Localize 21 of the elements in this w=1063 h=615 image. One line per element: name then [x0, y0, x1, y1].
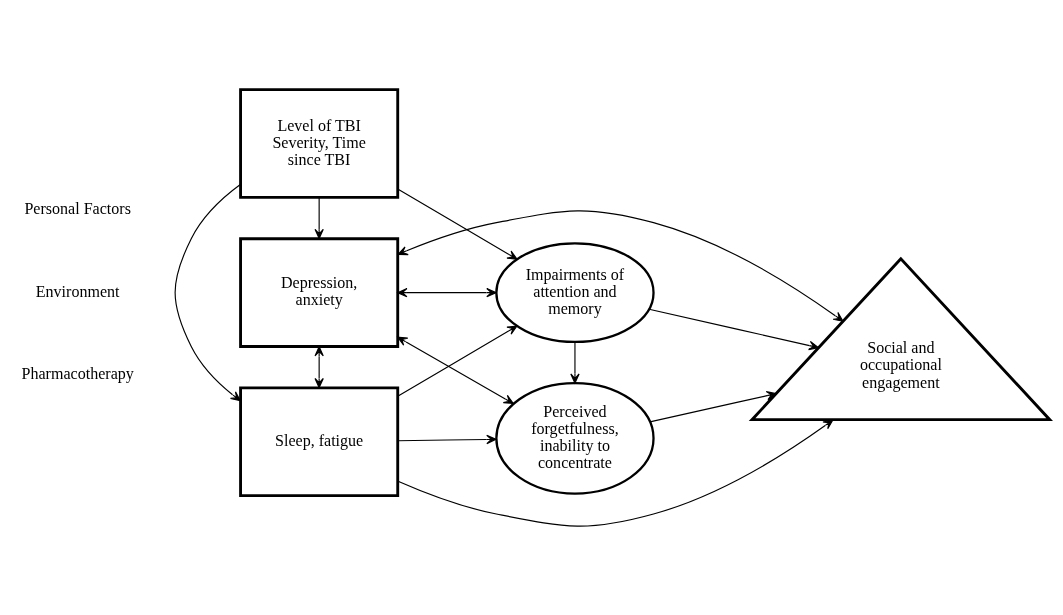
label: Personal Factors [24, 199, 131, 217]
arrow [397, 188, 518, 260]
node-box: Level of TBI Severity, Time since TBI [239, 87, 400, 199]
arrow [649, 390, 777, 422]
node-ellipse: Impairments of attention and memory [495, 241, 655, 343]
arrow [570, 341, 580, 384]
arrow [397, 434, 497, 444]
arrow [314, 196, 324, 239]
arrow [397, 418, 834, 527]
arrow [397, 325, 518, 397]
arrow [397, 287, 497, 297]
node-ellipse: Perceived forgetfulness, inability to concentrate [495, 381, 655, 495]
arrow [648, 308, 819, 350]
node-box: Depression, anxiety [239, 236, 400, 348]
arrow [397, 336, 514, 404]
arrow [397, 209, 844, 322]
arrow [174, 183, 241, 401]
label: Environment [35, 282, 120, 300]
node-box: Sleep, fatigue [239, 385, 400, 497]
label: Pharmacotherapy [21, 364, 134, 382]
arrow [314, 345, 324, 388]
